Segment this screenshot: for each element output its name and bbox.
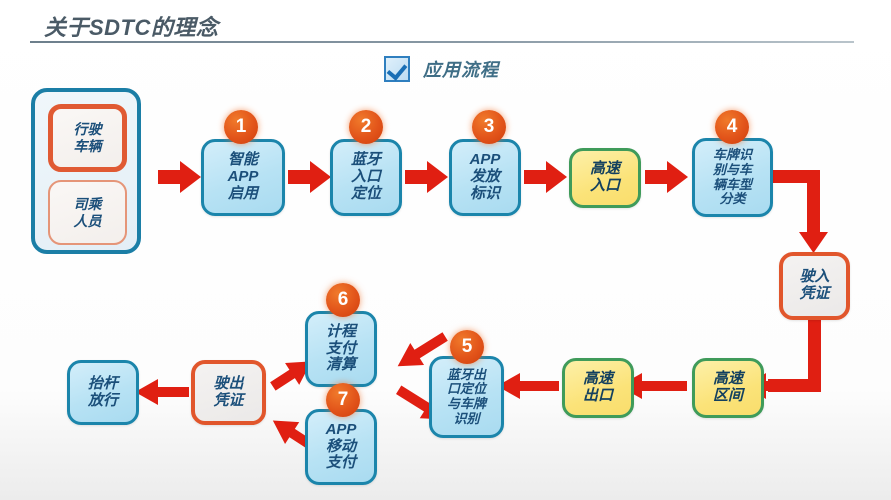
node-metering-settlement[interactable]: 计程 支付 清算 (305, 311, 377, 387)
node9-line-3: 与车牌 (446, 396, 486, 411)
arrow-highway-section-to-exit (618, 372, 688, 400)
node6-line-1: 驶入 (799, 268, 830, 286)
node4-line-1: 高速 (589, 160, 620, 178)
node9-line-2: 口定位 (446, 381, 486, 397)
connector-v-voucher-down (808, 318, 821, 392)
actor-vehicle-line-1: 行驶 (73, 121, 102, 138)
node-exit-voucher[interactable]: 驶出 凭证 (191, 360, 266, 425)
node11-line-2: 移动 (325, 437, 356, 455)
actor-vehicle[interactable]: 行驶 车辆 (48, 104, 127, 172)
arrow-panel-to-node1 (158, 160, 202, 194)
node10-line-1: 计程 (325, 322, 356, 340)
arrow-highway-entry-to-plate-recog (645, 160, 689, 194)
node7-line-1: 高速 (712, 370, 743, 388)
node-app-mobile-pay[interactable]: APP 移动 支付 (305, 409, 377, 485)
legend: 应用流程 (384, 56, 499, 82)
node-barrier-release[interactable]: 抬杆 放行 (67, 360, 139, 425)
checkbox-checked-icon (384, 56, 410, 82)
node12-line-2: 凭证 (213, 391, 244, 409)
badge-3: 3 (472, 110, 506, 144)
node5-line-3: 辆车型 (712, 176, 752, 192)
arrow-bt-exit-to-metering (389, 324, 453, 378)
badge-2: 2 (349, 110, 383, 144)
node2-line-2: 入口 (350, 168, 381, 186)
node8-line-2: 出口 (582, 387, 613, 404)
node1-line-2: APP (227, 168, 259, 186)
badge-4: 4 (715, 110, 749, 144)
arrow-app-pay-to-exit-voucher (264, 408, 320, 458)
actors-panel: 行驶 车辆 司乘 人员 (31, 88, 141, 254)
connector-v-right-down (807, 170, 820, 232)
node9-line-4: 识别 (453, 410, 480, 426)
node10-line-3: 清算 (325, 356, 356, 374)
arrow-metering-to-exit-voucher (264, 349, 320, 399)
node13-line-2: 放行 (87, 391, 118, 409)
node4-line-2: 入口 (589, 177, 620, 194)
badge-1: 1 (224, 110, 258, 144)
node-plate-recognition-classify[interactable]: 车牌识 别与车 辆车型 分类 (692, 138, 773, 217)
arrow-node1-to-node2 (288, 160, 332, 194)
node-highway-exit[interactable]: 高速 出口 (562, 358, 634, 418)
arrow-down-to-entry-voucher (798, 228, 829, 254)
node-highway-entry[interactable]: 高速 入口 (569, 148, 641, 208)
page-title: 关于SDTC的理念 (44, 15, 219, 40)
node11-line-3: 支付 (325, 454, 356, 472)
connector-h-to-highway-section (768, 379, 820, 392)
node10-line-2: 支付 (325, 339, 356, 357)
node5-line-1: 车牌识 (712, 147, 752, 163)
actor-people-line-1: 司乘 (73, 195, 102, 212)
node2-line-3: 定位 (350, 184, 381, 202)
badge-6: 6 (326, 283, 360, 317)
node3-line-2: 发放 (469, 168, 500, 186)
node7-line-2: 区间 (712, 387, 743, 404)
node-app-issue-tag[interactable]: APP 发放 标识 (449, 139, 521, 216)
node2-line-1: 蓝牙 (350, 151, 381, 169)
node3-line-1: APP (469, 151, 501, 169)
node9-line-1: 蓝牙出 (446, 366, 486, 382)
actor-people-line-2: 人员 (73, 212, 102, 229)
badge-7: 7 (326, 383, 360, 417)
node5-line-2: 别与车 (712, 161, 752, 177)
legend-label: 应用流程 (423, 60, 499, 80)
title-underline (30, 41, 854, 43)
node11-line-1: APP (325, 420, 357, 438)
node12-line-1: 驶出 (213, 374, 244, 392)
node1-line-1: 智能 (227, 151, 258, 169)
actor-vehicle-line-2: 车辆 (73, 138, 102, 154)
node3-line-3: 标识 (469, 184, 500, 202)
node6-line-2: 凭证 (799, 285, 830, 302)
node-highway-section[interactable]: 高速 区间 (692, 358, 764, 418)
node-smart-app-activate[interactable]: 智能 APP 启用 (201, 139, 285, 216)
node-bluetooth-entry-locate[interactable]: 蓝牙 入口 定位 (330, 139, 402, 216)
arrow-node2-to-node3 (405, 160, 449, 194)
node13-line-1: 抬杆 (87, 374, 118, 392)
actor-people[interactable]: 司乘 人员 (48, 180, 127, 245)
title-block: 关于SDTC的理念 (30, 10, 854, 44)
node8-line-1: 高速 (582, 370, 613, 388)
arrow-node3-to-highway-entry (524, 160, 568, 194)
node1-line-3: 启用 (227, 184, 258, 202)
node5-line-4: 分类 (719, 191, 746, 207)
node-bluetooth-exit-plate[interactable]: 蓝牙出 口定位 与车牌 识别 (429, 356, 504, 438)
arrow-highway-exit-to-bt-exit (496, 372, 560, 400)
arrow-exit-voucher-to-barrier (134, 378, 190, 406)
badge-5: 5 (450, 330, 484, 364)
node-entry-voucher[interactable]: 驶入 凭证 (779, 252, 850, 320)
